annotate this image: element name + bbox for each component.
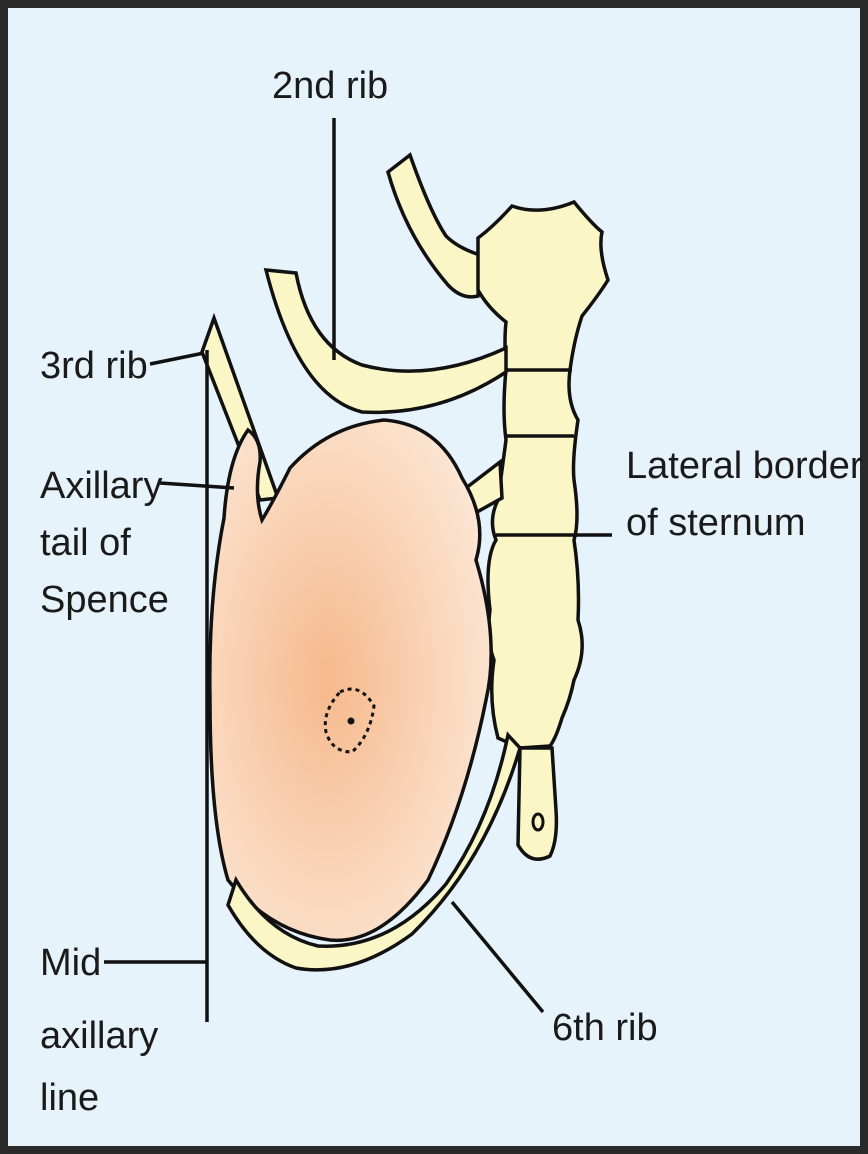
label-lateral-border-line1: Lateral border bbox=[626, 445, 863, 487]
label-lateral-border-line2: of sternum bbox=[626, 502, 806, 544]
label-6th-rib: 6th rib bbox=[552, 1007, 658, 1049]
label-mid-axillary-line2: axillary bbox=[40, 1015, 158, 1057]
label-mid-axillary-line3: line bbox=[40, 1077, 99, 1119]
label-3rd-rib: 3rd rib bbox=[40, 345, 148, 387]
label-2nd-rib: 2nd rib bbox=[272, 65, 388, 107]
xiphoid-process bbox=[518, 748, 556, 859]
nipple bbox=[348, 718, 355, 725]
label-mid-axillary-line1: Mid bbox=[40, 942, 101, 984]
label-axillary-tail-line3: Spence bbox=[40, 579, 169, 621]
label-axillary-tail-line1: Axillary bbox=[40, 465, 162, 507]
label-axillary-tail-line2: tail of bbox=[40, 522, 131, 564]
